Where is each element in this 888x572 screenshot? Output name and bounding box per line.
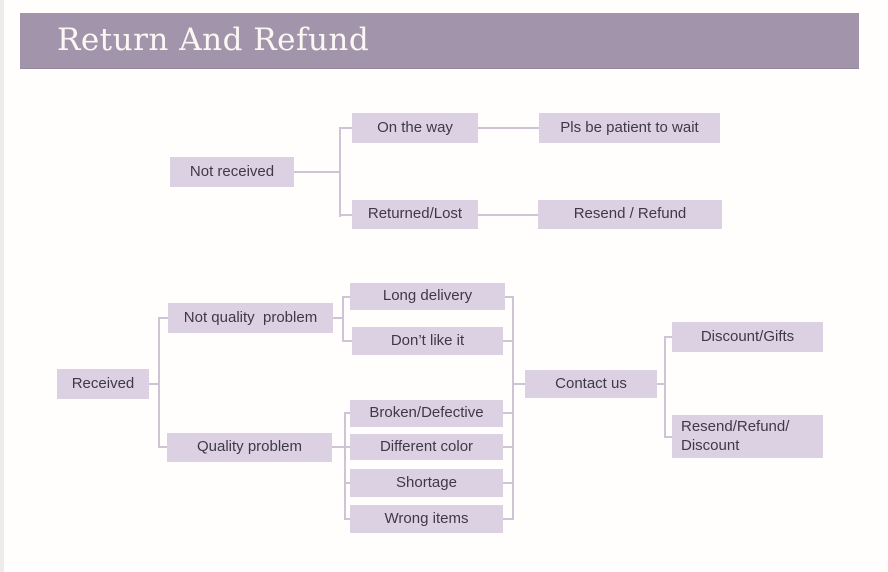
- connector-line: [664, 436, 672, 438]
- connector-line: [339, 127, 341, 217]
- connector-line: [478, 214, 538, 216]
- node-broken-defective: Broken/Defective: [350, 400, 503, 427]
- node-on-the-way: On the way: [352, 113, 478, 143]
- connector-line: [503, 482, 512, 484]
- connector-line: [512, 383, 525, 385]
- node-shortage: Shortage: [350, 469, 503, 497]
- connector-line: [158, 446, 167, 448]
- node-different-color: Different color: [350, 434, 503, 460]
- connector-line: [503, 340, 512, 342]
- connector-line: [344, 412, 350, 414]
- connector-line: [478, 127, 539, 129]
- connector-line: [333, 317, 343, 319]
- header-bar: Return And Refund: [20, 13, 859, 69]
- connector-line: [503, 446, 512, 448]
- node-quality-problem: Quality problem: [167, 433, 332, 462]
- connector-line: [664, 336, 672, 338]
- connector-line: [294, 171, 340, 173]
- node-discount-gifts: Discount/Gifts: [672, 322, 823, 352]
- page-title: Return And Refund: [57, 22, 370, 58]
- node-not-quality-problem: Not quality problem: [168, 303, 333, 333]
- connector-line: [503, 412, 512, 414]
- node-pls-be-patient: Pls be patient to wait: [539, 113, 720, 143]
- node-contact-us: Contact us: [525, 370, 657, 398]
- connector-line: [339, 214, 352, 216]
- connector-line: [344, 412, 346, 520]
- node-wrong-items: Wrong items: [350, 505, 503, 533]
- connector-line: [158, 317, 160, 448]
- connector-line: [344, 518, 350, 520]
- node-long-delivery: Long delivery: [350, 283, 505, 310]
- connector-line: [342, 296, 344, 342]
- node-dont-like-it: Don’t like it: [352, 327, 503, 355]
- connector-line: [339, 127, 352, 129]
- connector-line: [344, 446, 350, 448]
- connector-line: [657, 383, 666, 385]
- connector-line: [158, 317, 168, 319]
- connector-line: [342, 296, 350, 298]
- connector-line: [332, 446, 345, 448]
- connector-line: [149, 383, 160, 385]
- connector-line: [503, 518, 512, 520]
- page-left-border: [0, 0, 4, 572]
- connector-line: [342, 340, 352, 342]
- connector-line: [664, 336, 666, 438]
- node-not-received: Not received: [170, 157, 294, 187]
- node-returned-lost: Returned/Lost: [352, 200, 478, 229]
- connector-line: [344, 482, 350, 484]
- node-received: Received: [57, 369, 149, 399]
- node-resend-refund: Resend / Refund: [538, 200, 722, 229]
- connector-line: [512, 296, 514, 520]
- node-resend-refund-discount: Resend/Refund/ Discount: [672, 415, 823, 458]
- connector-line: [505, 296, 512, 298]
